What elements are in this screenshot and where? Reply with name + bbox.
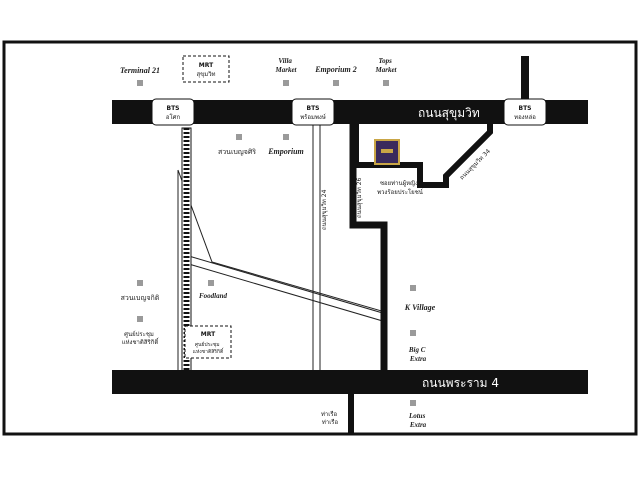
qsncc-marker — [137, 316, 143, 322]
lotus-marker — [410, 400, 416, 406]
soi24-road-label: ถนนสุขุมวิท 24 — [321, 189, 328, 230]
bts-asok-line: BTS — [167, 105, 180, 112]
port-label: ท่าเรือ ท่าเรือ — [321, 410, 339, 426]
tops-label-2: Market — [375, 66, 398, 74]
bts-station-phrom-phong: BTS พร้อมพงษ์ — [291, 98, 335, 126]
tops-label: Tops Market — [375, 57, 398, 74]
bts-asok-name: อโศก — [166, 113, 181, 121]
soi34-road — [356, 112, 493, 188]
mrt-qsncc-line: MRT — [201, 331, 216, 338]
villa-marker — [283, 80, 289, 86]
villa-label: Villa Market — [275, 57, 298, 74]
soi24-road — [312, 125, 321, 372]
sukhumvit-road-label: ถนนสุขุมวิท — [418, 106, 480, 121]
benjasiri-marker — [236, 134, 242, 140]
soi-note-label: ซอยท่านผู้หญิง พวงร้อยประโยชน์ — [377, 180, 423, 196]
bts-phrom-phong-line: BTS — [307, 105, 320, 112]
bigc-marker — [410, 330, 416, 336]
port-label-1: ท่าเรือ — [321, 410, 338, 418]
mrt-station-sukhumvit: MRT สุขุมวิท — [182, 55, 230, 83]
villa-label-2: Market — [275, 66, 298, 74]
soi-note-label-2: พวงร้อยประโยชน์ — [377, 188, 423, 196]
mrt-sukhumvit-line: MRT — [199, 62, 214, 69]
terminal21-label: Terminal 21 — [120, 66, 160, 75]
hotel-marker-emblem — [381, 149, 393, 153]
kvillage-marker — [410, 285, 416, 291]
emporium-label: Emporium — [267, 147, 304, 156]
mrt-qsncc-name: ศูนย์ประชุม แห่งชาติสิริกิติ์ — [193, 341, 225, 355]
tops-marker — [383, 80, 389, 86]
benjasiri-label: สวนเบญจศิริ — [218, 148, 256, 156]
mrt-station-qsncc: MRT ศูนย์ประชุม แห่งชาติสิริกิติ์ — [184, 325, 232, 359]
bts-thonglor-line: BTS — [519, 105, 532, 112]
port-label-2: ท่าเรือ — [322, 418, 339, 426]
terminal21-marker — [137, 80, 143, 86]
emporium2-marker — [333, 80, 339, 86]
bts-station-asok: BTS อโศก — [151, 98, 195, 126]
lotus-label-2: Extra — [409, 421, 427, 429]
foodland-marker — [208, 280, 214, 286]
bigc-label: Big C Extra — [408, 346, 427, 363]
thonglor-road — [521, 56, 529, 104]
soi-note-label-1: ซอยท่านผู้หญิง — [380, 180, 418, 187]
bigc-label-2: Extra — [409, 355, 427, 363]
rama4-road — [112, 370, 588, 394]
tops-label-1: Tops — [378, 57, 392, 65]
landmark-markers — [137, 80, 416, 406]
mrt-qsncc-name-1: ศูนย์ประชุม — [195, 341, 220, 348]
mrt-sukhumvit-name: สุขุมวิท — [196, 71, 215, 78]
qsncc-label-1: ศูนย์ประชุม — [124, 330, 154, 338]
lotus-label-1: Lotus — [408, 412, 426, 420]
emporium2-label: Emporium 2 — [314, 65, 357, 74]
port-road — [348, 393, 354, 433]
kvillage-label: K Village — [404, 303, 436, 312]
hotel-marker[interactable] — [374, 139, 400, 165]
mrt-qsncc-name-2: แห่งชาติสิริกิติ์ — [193, 347, 225, 355]
benjakitti-marker — [137, 280, 143, 286]
bts-phrom-phong-name: พร้อมพงษ์ — [300, 113, 326, 121]
villa-label-1: Villa — [278, 57, 292, 65]
soi26-road — [349, 118, 388, 372]
qsncc-label: ศูนย์ประชุม แห่งชาติสิริกิติ์ — [122, 330, 160, 346]
emporium-marker — [283, 134, 289, 140]
rama4-road-label: ถนนพระราม 4 — [422, 376, 499, 390]
bigc-label-1: Big C — [408, 346, 426, 354]
bts-thonglor-name: ทองหล่อ — [514, 114, 536, 121]
benjakitti-label: สวนเบญจกิติ — [121, 294, 160, 302]
soi26-road-label: ถนนสุขุมวิท 26 — [356, 177, 363, 218]
diagonal-road — [181, 253, 387, 323]
lotus-label: Lotus Extra — [408, 412, 427, 429]
foodland-label: Foodland — [199, 292, 228, 300]
map-border — [2, 40, 638, 436]
qsncc-label-2: แห่งชาติสิริกิติ์ — [122, 337, 160, 346]
bts-station-thonglor: BTS ทองหล่อ — [503, 98, 547, 126]
